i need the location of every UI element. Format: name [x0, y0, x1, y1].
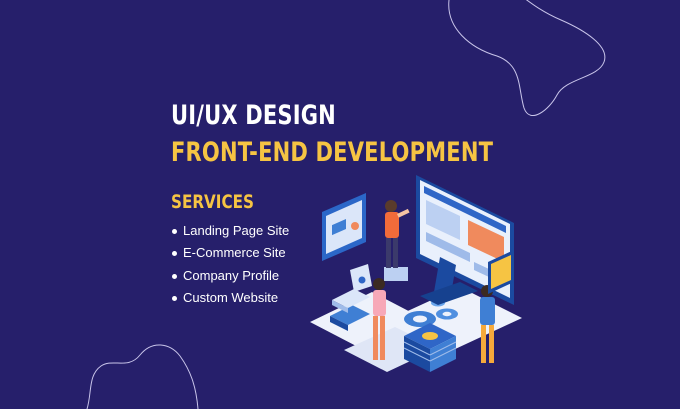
mobile-screen-icon	[488, 250, 514, 294]
bullet-icon	[172, 295, 177, 301]
service-item-custom-website: Custom Website	[170, 287, 289, 309]
web-development-illustration	[310, 175, 522, 372]
coin-stack-icon	[403, 323, 457, 372]
person-analyst-icon	[480, 285, 495, 363]
headline-ui-ux-design: UI/UX DESIGN	[171, 100, 336, 131]
bullet-icon	[172, 251, 177, 257]
service-item-label: Company Profile	[183, 267, 280, 283]
bullet-icon	[172, 229, 177, 234]
person-designer-icon	[350, 264, 386, 360]
headline-front-end-development: FRONT-END DEVELOPMENT	[171, 137, 494, 168]
floating-card-icon	[322, 193, 366, 261]
service-item-label: Landing Page Site	[183, 223, 290, 238]
services-heading: SERVICES	[171, 191, 254, 213]
service-item-e-commerce: E-Commerce Site	[170, 242, 289, 264]
bottom-swirl-line	[86, 344, 199, 409]
person-developer-icon	[384, 200, 410, 281]
service-item-label: E-Commerce Site	[183, 245, 286, 261]
service-item-landing-page: Landing Page Site	[170, 220, 289, 242]
monitor-icon	[416, 175, 514, 305]
service-item-company-profile: Company Profile	[170, 265, 289, 287]
services-list: Landing Page Site E-Commerce Site Compan…	[170, 220, 289, 309]
document-stack-icon	[330, 289, 370, 331]
top-swirl-line	[448, 0, 606, 116]
bullet-icon	[172, 273, 177, 279]
service-item-label: Custom Website	[183, 289, 279, 305]
